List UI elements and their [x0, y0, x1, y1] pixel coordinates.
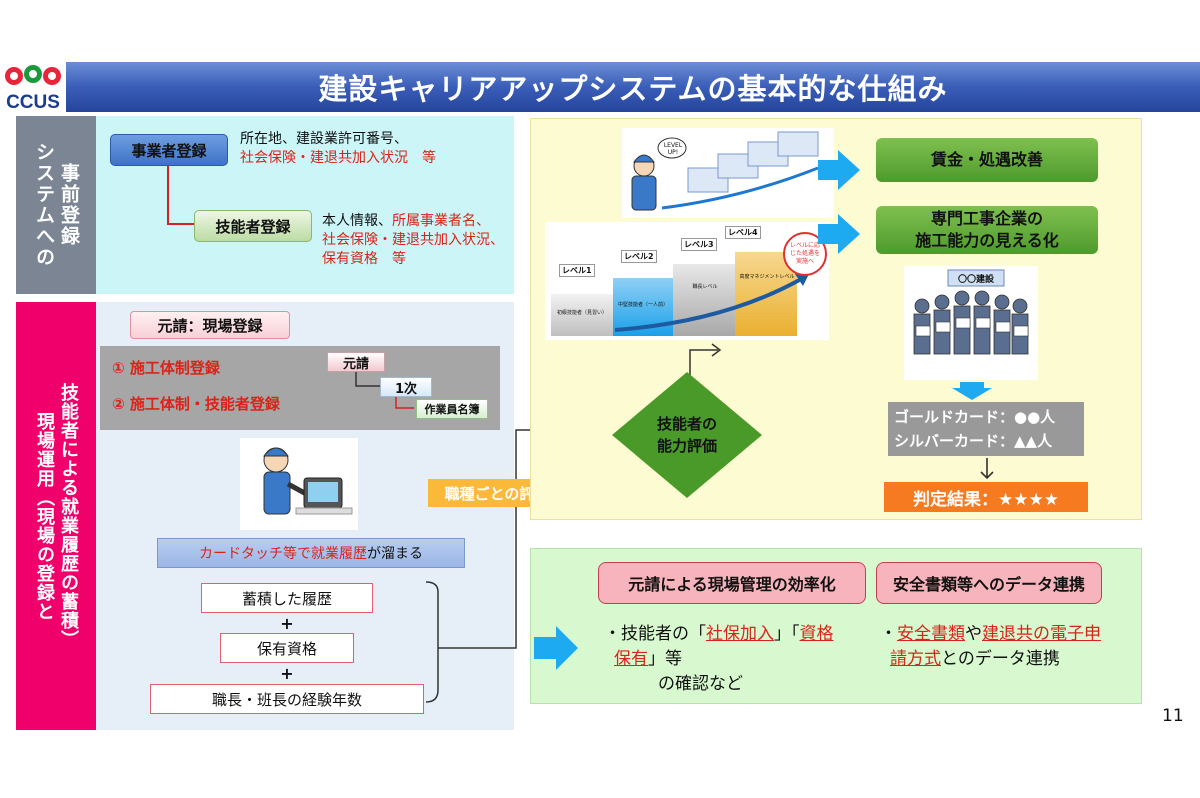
worker-detail-line: 社会保険・建退共加入状況、 [322, 232, 504, 248]
workers-group-icon [913, 269, 1029, 355]
qualification-text: 保有 [614, 649, 648, 669]
pre-registration-label: 事前登録 システムへの [33, 142, 80, 268]
ccus-logo [2, 62, 64, 114]
visibility-box: 専門工事企業の 施工能力の見える化 [876, 206, 1098, 254]
visibility-line: 専門工事企業の [930, 209, 1043, 228]
work-history-text: 就業履歴 [311, 546, 367, 562]
right-arrow-icon [534, 626, 578, 670]
company-registration-details: 所在地、建設業許可番号、 社会保険・建退共加入状況 等 [240, 130, 510, 168]
hierarchy-lines [355, 370, 414, 409]
diamond-text: 技能者の 能力評価 [612, 372, 762, 498]
diamond-shape-icon [612, 372, 762, 498]
tree-worker-roster: 作業員名簿 [416, 399, 488, 419]
level-3-label: レベル3 [681, 238, 717, 251]
tree-prime-contractor: 元請 [327, 352, 385, 372]
level-4-label: レベル4 [725, 226, 761, 239]
card-reader-icon [262, 447, 353, 515]
qualification-text: 資格 [799, 624, 834, 644]
tree-first-tier: 1次 [380, 377, 432, 397]
safety-documents-text: 安全書類 [897, 624, 965, 644]
level-1-caption: 初級技能者（見習い） [556, 310, 607, 316]
data-linkage-description: ・安全書類や建退共の電子申 請方式とのデータ連携 [880, 622, 1130, 672]
site-operation-side-panel: 技能者による就業履歴の蓄積） 現場運用（現場の登録と [16, 302, 96, 730]
site-management-efficiency-box: 元請による現場管理の効率化 [598, 562, 866, 604]
card-touch-text: カードタッチ等で [199, 546, 311, 562]
card-touch-suffix: が溜まる [367, 546, 423, 562]
right-arrow-icon [818, 150, 860, 190]
site-operation-label: 技能者による就業履歴の蓄積） 現場運用（現場の登録と [34, 383, 79, 649]
company-detail-line: 所在地、建設業許可番号、 [240, 131, 408, 147]
up-arrow [689, 343, 722, 380]
plus-sign: + [280, 613, 294, 633]
plus-sign: + [280, 663, 294, 683]
company-registration-button[interactable]: 事業者登録 [110, 134, 228, 166]
level-1-step [551, 294, 613, 336]
linkage-text: や [965, 624, 982, 644]
level-3-caption: 職長レベル [692, 284, 718, 290]
right-arrow-icon [818, 214, 860, 254]
logo-text: CCUS [6, 92, 60, 113]
levels-staircase: レベル1 レベル2 レベル3 レベル4 初級技能者（見習い） 中堅技能者（一人前… [545, 222, 829, 340]
company-sign-text: 〇〇建設 [957, 274, 994, 285]
wage-improvement-box: 賃金・処遇改善 [876, 138, 1098, 182]
retirement-fund-text: 建退共の電子申 [982, 624, 1101, 644]
worker-registration-details: 本人情報、所属事業者名、 社会保険・建退共加入状況、 保有資格 等 [322, 212, 512, 269]
workers-group-illustration: 〇〇建設 [904, 266, 1038, 380]
retirement-fund-text: 請方式 [890, 649, 941, 669]
judgment-result: 判定結果：★★★★ [884, 482, 1088, 512]
accumulated-history-box: 蓄積した履歴 [201, 583, 373, 613]
experience-years-box: 職長・班長の経験年数 [150, 684, 424, 714]
social-insurance-text: 社保加入 [706, 624, 774, 644]
card-touch-illustration [240, 438, 358, 530]
gold-card-count: ゴールドカード：●●人 [894, 408, 1056, 426]
pre-registration-side-panel: 事前登録 システムへの [16, 116, 96, 294]
level-4-caption: 高度マネジメントレベル [739, 274, 795, 280]
qualification-box: 保有資格 [220, 633, 354, 663]
level-1-label: レベル1 [559, 264, 595, 277]
efficiency-description: ・技能者の「社保加入」「資格 保有」等 の確認など [604, 622, 874, 697]
down-arrow-icon [952, 382, 992, 400]
diamond-text-line: 技能者の [656, 415, 717, 433]
silver-card-count: シルバーカード：▲▲人 [894, 432, 1053, 450]
worker-registration-button[interactable]: 技能者登録 [194, 210, 312, 242]
ability-evaluation-diamond: 技能者の 能力評価 [612, 372, 762, 498]
level-2-label: レベル2 [621, 250, 657, 263]
level-up-icon [631, 131, 819, 211]
level-2-caption: 中堅技能者（一人前） [617, 302, 668, 308]
data-linkage-box: 安全書類等へのデータ連携 [876, 562, 1102, 604]
diamond-text-line: 能力評価 [656, 437, 717, 455]
site-registration-label: 元請：現場登録 [130, 311, 290, 339]
visibility-line: 施工能力の見える化 [915, 231, 1059, 250]
page-title: 建設キャリアアップシステムの基本的な仕組み [66, 62, 1200, 112]
efficiency-text: の確認など [658, 674, 743, 694]
worker-detail-text: 所属事業者名、 [392, 213, 490, 229]
logo-mark-icon [5, 65, 61, 85]
card-touch-banner: カードタッチ等で就業履歴が溜まる [157, 538, 465, 568]
level-up-illustration: LEVEL UP! [622, 128, 834, 218]
level-up-bubble-text: LEVEL UP! [663, 142, 683, 156]
level-3-step [673, 264, 735, 336]
linkage-text: ・ [880, 624, 897, 644]
efficiency-text: 」「 [774, 624, 800, 644]
worker-detail-text: 本人情報、 [322, 213, 392, 229]
down-line-arrow-icon [980, 458, 994, 480]
card-count-panel: ゴールドカード：●●人 シルバーカード：▲▲人 [888, 402, 1084, 456]
linkage-text: とのデータ連携 [941, 649, 1060, 669]
efficiency-text: ・技能者の「 [604, 624, 706, 644]
construction-system-item-1: ① 施工体制登録 [112, 359, 220, 377]
treatment-badge: レベルに応じた処遇を実施へ [783, 232, 827, 276]
company-detail-line: 社会保険・建退共加入状況 等 [240, 150, 436, 166]
page-number: 11 [1162, 706, 1184, 726]
worker-detail-line: 保有資格 等 [322, 251, 406, 267]
efficiency-text: 」等 [648, 649, 682, 669]
growth-arrow-icon [614, 274, 809, 332]
construction-system-item-2: ② 施工体制・技能者登録 [112, 395, 280, 413]
